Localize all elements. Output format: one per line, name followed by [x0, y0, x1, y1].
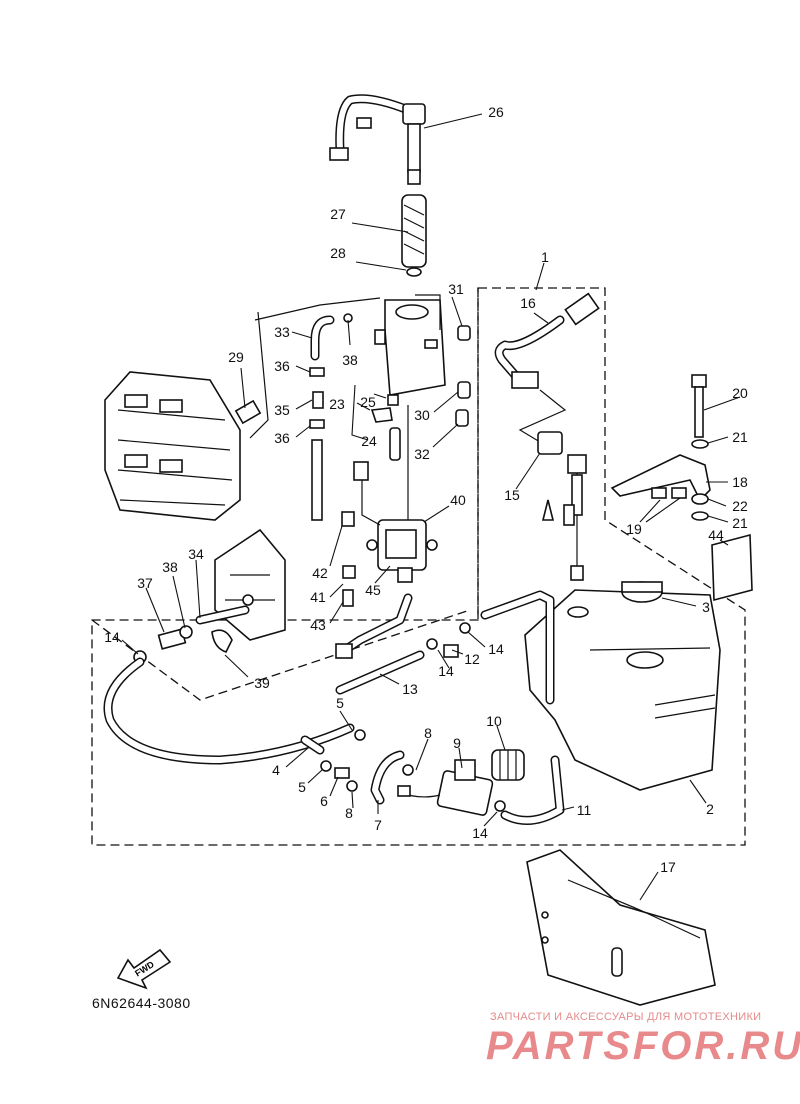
callout-1: 1: [541, 249, 549, 265]
hose-11: [500, 755, 565, 825]
callout-32: 32: [414, 446, 430, 462]
bolt-20: [691, 374, 709, 521]
callout-20: 20: [732, 385, 748, 401]
callout-41: 41: [310, 589, 326, 605]
callout-4: 4: [272, 762, 280, 778]
callout-13: 13: [402, 681, 418, 697]
callout-8a: 8: [424, 725, 432, 741]
o-ring: [406, 267, 422, 277]
callout-22: 22: [732, 498, 748, 514]
callout-34: 34: [188, 546, 204, 562]
bracket-17: [526, 849, 716, 1006]
callout-26: 26: [488, 104, 504, 120]
fittings-left: [133, 605, 250, 664]
callout-38b: 38: [162, 559, 178, 575]
callout-18: 18: [732, 474, 748, 490]
callout-40: 40: [450, 492, 466, 508]
callout-17: 17: [660, 859, 676, 875]
callout-33: 33: [274, 324, 290, 340]
callout-37: 37: [137, 575, 153, 591]
hose-7: [370, 750, 405, 805]
callout-7: 7: [374, 817, 382, 833]
callout-8b: 8: [345, 805, 353, 821]
oil-tank-2: [480, 589, 721, 791]
callout-5a: 5: [336, 695, 344, 711]
breather-hose: [234, 297, 381, 439]
oil-level-sensor: [329, 94, 426, 185]
electric-pump-9: [397, 759, 494, 816]
callout-30: 30: [414, 407, 430, 423]
callout-2: 2: [706, 801, 714, 817]
small-clips: [320, 622, 506, 812]
callout-43: 43: [310, 617, 326, 633]
filter-10: [491, 749, 525, 781]
callout-12: 12: [464, 651, 480, 667]
callout-24: 24: [361, 433, 377, 449]
leader-lines: [121, 113, 741, 901]
callout-38a: 38: [342, 352, 358, 368]
callout-5b: 5: [298, 779, 306, 795]
callout-6: 6: [320, 793, 328, 809]
callout-9: 9: [453, 735, 461, 751]
callout-14c: 14: [488, 641, 504, 657]
callout-29: 29: [228, 349, 244, 365]
callout-42: 42: [312, 565, 328, 581]
engine-block: [104, 371, 241, 521]
assembly-boundaries: [91, 287, 746, 846]
callout-11: 11: [577, 802, 592, 818]
callout-14b: 14: [438, 663, 454, 679]
sub-tank: [374, 294, 446, 406]
watermark-brand: PARTSFOR.RU: [486, 1024, 800, 1068]
sensor-filter: [401, 194, 427, 268]
oil-feed-pump-40: [341, 405, 438, 607]
callout-14a: 14: [104, 629, 120, 645]
callout-15: 15: [504, 487, 520, 503]
callout-39: 39: [254, 675, 270, 691]
callout-19: 19: [626, 521, 642, 537]
fwd-arrow-icon: FWD: [116, 948, 172, 990]
callout-16: 16: [520, 295, 536, 311]
callout-44: 44: [708, 527, 724, 543]
callout-28: 28: [330, 245, 346, 261]
callout-25: 25: [360, 394, 376, 410]
callout-45: 45: [365, 582, 381, 598]
pump-hose: [335, 593, 413, 659]
watermark-tagline: ЗАПЧАСТИ И АКСЕССУАРЫ ДЛЯ МОТОТЕХНИКИ: [490, 1011, 762, 1023]
band-18: [610, 454, 711, 502]
callout-36a: 36: [274, 358, 290, 374]
tank-cap-3: [621, 581, 663, 603]
callout-31: 31: [448, 281, 464, 297]
callout-21b: 21: [732, 515, 748, 531]
callout-14d: 14: [472, 825, 488, 841]
callout-36b: 36: [274, 430, 290, 446]
diagram-code: 6N62644-3080: [92, 995, 191, 1011]
clip-parts: [309, 313, 471, 521]
engine-bracket: [214, 528, 286, 641]
hose-4: [300, 735, 325, 755]
sensor-15: [537, 431, 587, 581]
hose-33: [310, 315, 335, 361]
callout-3: 3: [702, 599, 710, 615]
callout-21a: 21: [732, 429, 748, 445]
label-44: [711, 533, 753, 602]
callout-23: 23: [329, 396, 345, 412]
callout-labels: 1 2 3 4 5 5 6 7 8 8 9 10 11 12 13 14 14 …: [104, 104, 748, 875]
hose-13: [335, 650, 425, 695]
callout-10: 10: [486, 713, 502, 729]
callout-35: 35: [274, 402, 290, 418]
main-hose: [103, 657, 355, 765]
callout-27: 27: [330, 206, 346, 222]
harness-16: [494, 292, 600, 446]
